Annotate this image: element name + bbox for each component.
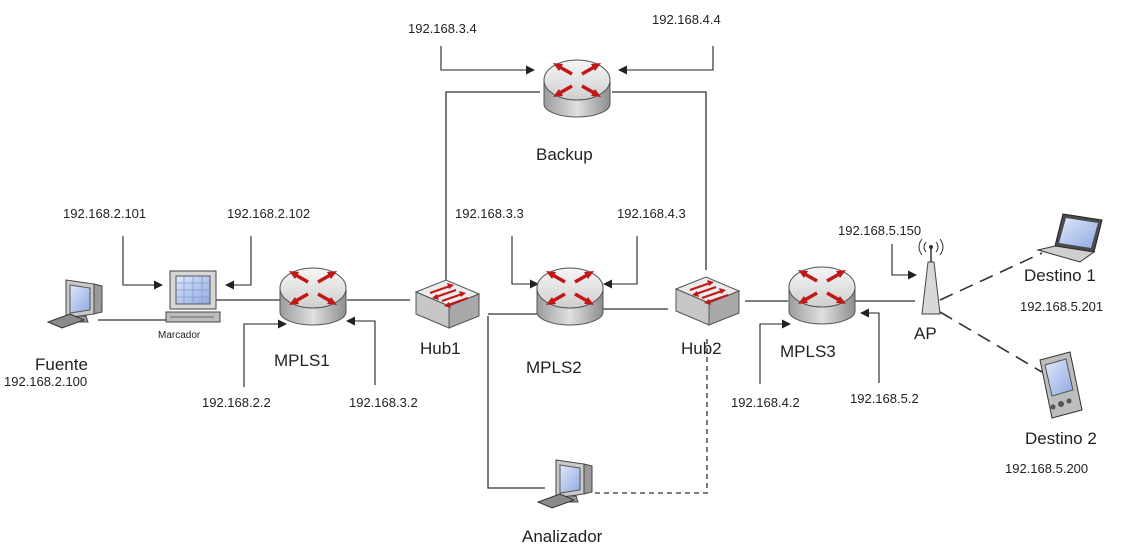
router-icon — [535, 266, 605, 327]
mpls1-right-ip: 192.168.3.2 — [349, 395, 418, 410]
mpls3-right-ip: 192.168.5.2 — [850, 391, 919, 406]
mpls2-label: MPLS2 — [526, 358, 582, 377]
fuente-ip: 192.168.2.100 — [4, 374, 88, 389]
backup-right-ip: 192.168.4.4 — [652, 12, 721, 27]
hub-switch-icon — [675, 276, 740, 326]
destino2-label: Destino 2 — [1025, 429, 1097, 448]
mpls1-label: MPLS1 — [274, 351, 330, 370]
backup-left-ip: 192.168.3.4 — [408, 21, 477, 36]
marcador-left-ip: 192.168.2.101 — [63, 206, 147, 221]
router-icon — [542, 58, 612, 119]
analizador-label: Analizador — [522, 527, 603, 546]
mpls2-right-ip: 192.168.4.3 — [617, 206, 686, 221]
router-icon — [787, 265, 857, 326]
hub1-label: Hub1 — [420, 339, 461, 358]
mpls2-left-ip: 192.168.3.3 — [455, 206, 524, 221]
backup-label: Backup — [536, 145, 593, 164]
pda-icon — [1039, 351, 1083, 419]
fuente-label: Fuente — [35, 355, 88, 374]
desktop-computer-icon — [537, 459, 593, 509]
desktop-computer-icon — [47, 279, 103, 329]
ap-ip: 192.168.5.150 — [838, 223, 922, 238]
destino2-ip: 192.168.5.200 — [1005, 461, 1089, 476]
marcador-label: Marcador — [158, 330, 201, 341]
ap-label: AP — [914, 324, 937, 343]
mpls3-label: MPLS3 — [780, 342, 836, 361]
marcador-pc-icon — [165, 270, 221, 323]
mpls1-left-ip: 192.168.2.2 — [202, 395, 271, 410]
hub2-label: Hub2 — [681, 339, 722, 358]
laptop-icon — [1036, 213, 1103, 263]
router-icon — [278, 266, 348, 327]
marcador-right-ip: 192.168.2.102 — [227, 206, 311, 221]
hub-switch-icon — [415, 279, 480, 329]
mpls3-left-ip: 192.168.4.2 — [731, 395, 800, 410]
wireless-access-point-icon — [918, 238, 944, 315]
destino1-ip: 192.168.5.201 — [1020, 299, 1104, 314]
destino1-label: Destino 1 — [1024, 266, 1096, 285]
